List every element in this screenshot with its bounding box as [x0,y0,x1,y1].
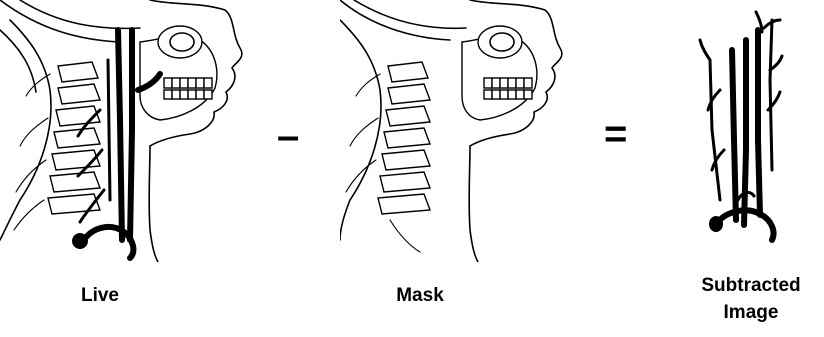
mask-caption: Mask [380,282,460,309]
subtracted-caption: Subtracted Image [686,272,816,326]
subtracted-caption-line1: Subtracted [686,272,816,299]
equals-sign: = [604,114,627,154]
live-caption: Live [60,282,140,309]
mask-image [340,0,580,262]
mask-teeth [484,78,532,99]
subtracted-image [680,0,800,262]
vertebrae [14,62,100,230]
subtracted-caption-line2: Image [686,299,816,326]
mask-vertebrae [346,62,430,252]
teeth [164,78,212,99]
subtracted-arteries [700,12,782,240]
minus-sign: – [277,116,299,156]
live-image [0,0,260,262]
